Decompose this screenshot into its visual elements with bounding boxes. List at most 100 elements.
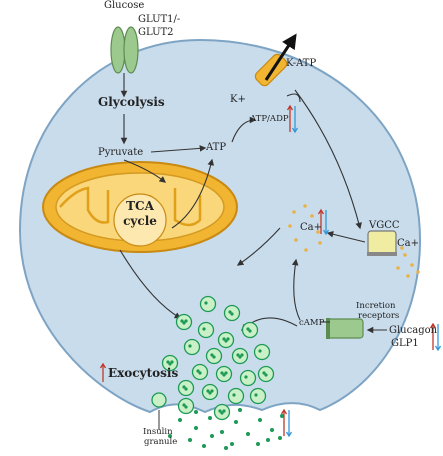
camp-label: cAMP xyxy=(299,318,325,328)
secreted-insulin-dot xyxy=(178,418,182,422)
pathway-arrows xyxy=(119,73,387,334)
secreted-insulin-dot xyxy=(246,432,250,436)
granule-core-dot xyxy=(202,327,206,331)
calcium-ion-dot xyxy=(310,214,314,218)
granule-core-dot xyxy=(226,337,230,341)
calcium-ion-dot xyxy=(406,274,410,278)
granule-core-dot xyxy=(222,409,226,413)
granule-core-dot xyxy=(206,389,210,393)
insulin-granule xyxy=(151,392,167,408)
granule-core-dot xyxy=(220,371,224,375)
granule-core-dot xyxy=(228,310,232,314)
secreted-insulin-dot xyxy=(202,444,206,448)
secreted-insulin-dot xyxy=(194,426,198,430)
calcium-ion-dot xyxy=(400,246,404,250)
calcium-ion-dot xyxy=(316,230,320,234)
secreted-insulin-dot xyxy=(230,442,234,446)
granule-core-dot xyxy=(208,391,212,395)
granule-core-dot xyxy=(222,373,226,377)
granule-core-dot xyxy=(238,355,242,359)
secreted-insulin-dot xyxy=(194,410,198,414)
calcium-ion-dot xyxy=(396,266,400,270)
insulin-granule xyxy=(227,387,245,405)
granule-core-dot xyxy=(196,369,200,373)
secreted-insulin-dot xyxy=(238,408,242,412)
regulation-indicators xyxy=(99,104,442,438)
atp-adp-label: ATP/ADP xyxy=(250,114,289,124)
granule-core-dot xyxy=(262,371,266,375)
granule-core-dot xyxy=(218,409,222,413)
granule-core-dot xyxy=(166,360,170,364)
tca-label-line2: cycle xyxy=(123,214,157,228)
calcium-ion-dot xyxy=(304,248,308,252)
secreted-insulin-dot xyxy=(258,418,262,422)
granule-core-dot xyxy=(212,355,216,359)
exocytosis-label: Exocytosis xyxy=(108,366,179,380)
granule-core-dot xyxy=(180,319,184,323)
granule-core-dot xyxy=(222,337,226,341)
vgcc-label: VGCC xyxy=(369,220,400,231)
glut-label-line2: GLUT2 xyxy=(138,27,174,38)
secreted-insulin-dot xyxy=(256,442,260,446)
insulin-granules xyxy=(151,295,275,421)
down-arrow-head xyxy=(322,229,330,236)
granule-core-dot xyxy=(258,349,262,353)
calcium-ion-dot xyxy=(318,241,322,245)
insulin-label-line2: granule xyxy=(144,437,178,447)
down-arrow-head xyxy=(291,127,299,134)
down-arrow-head xyxy=(434,345,442,352)
granule-core-dot xyxy=(224,371,228,375)
glp1-label: GLP1 xyxy=(391,338,419,349)
calcium-ion-dot xyxy=(410,263,414,267)
atp-label: ATP xyxy=(206,142,227,153)
granule-core-dot xyxy=(230,312,234,316)
granule-core-dot xyxy=(182,385,186,389)
secreted-insulin xyxy=(168,408,284,450)
granule-core-dot xyxy=(240,353,244,357)
granule-core-dot xyxy=(184,319,188,323)
secreted-insulin-dot xyxy=(188,438,192,442)
granule-core-dot xyxy=(182,321,186,325)
down-arrow-head xyxy=(285,431,293,438)
secreted-insulin-dot xyxy=(278,436,282,440)
k-plus-label: K+ xyxy=(230,94,246,105)
up-arrow-head xyxy=(429,322,437,329)
granule-core-dot xyxy=(198,371,202,375)
granule-core-dot xyxy=(182,403,186,407)
up-arrow-head xyxy=(280,408,288,415)
pyruvate-label: Pyruvate xyxy=(98,147,144,158)
insulin-granule xyxy=(253,343,271,361)
up-arrow-head xyxy=(286,104,294,111)
incretion-label-line1: Incretion xyxy=(356,301,396,311)
up-arrow-head xyxy=(317,208,325,215)
granule-core-dot xyxy=(188,344,192,348)
granule-core-dot xyxy=(236,353,240,357)
granule-core-dot xyxy=(232,393,236,397)
granule-core-dot xyxy=(210,353,214,357)
incretion-label-line2: receptors xyxy=(358,311,400,321)
granule-core-dot xyxy=(220,411,224,415)
glut-transporter xyxy=(110,26,139,74)
glycolysis-label: Glycolysis xyxy=(98,95,165,109)
k-efflux-arrow xyxy=(264,33,297,81)
secreted-insulin-dot xyxy=(208,416,212,420)
tca-label-line1: TCA xyxy=(126,199,154,213)
glucagon-label: Glucagon xyxy=(389,325,438,336)
calcium-ion-dot xyxy=(303,204,307,208)
calcium-ion-dot xyxy=(288,224,292,228)
calcium-ion-dot xyxy=(294,238,298,242)
secreted-insulin-dot xyxy=(210,434,214,438)
granule-core-dot xyxy=(264,373,268,377)
granule-core-dot xyxy=(224,339,228,343)
granule-core-dot xyxy=(248,329,252,333)
granule-core-dot xyxy=(254,393,258,397)
vgcc-channel xyxy=(367,230,397,256)
incretin-receptor xyxy=(326,318,364,339)
mitochondrion xyxy=(42,161,238,253)
glucose-label: Glucose xyxy=(104,0,145,11)
secreted-insulin-dot xyxy=(220,430,224,434)
secreted-insulin-dot xyxy=(224,446,228,450)
calcium-ions xyxy=(288,204,420,278)
